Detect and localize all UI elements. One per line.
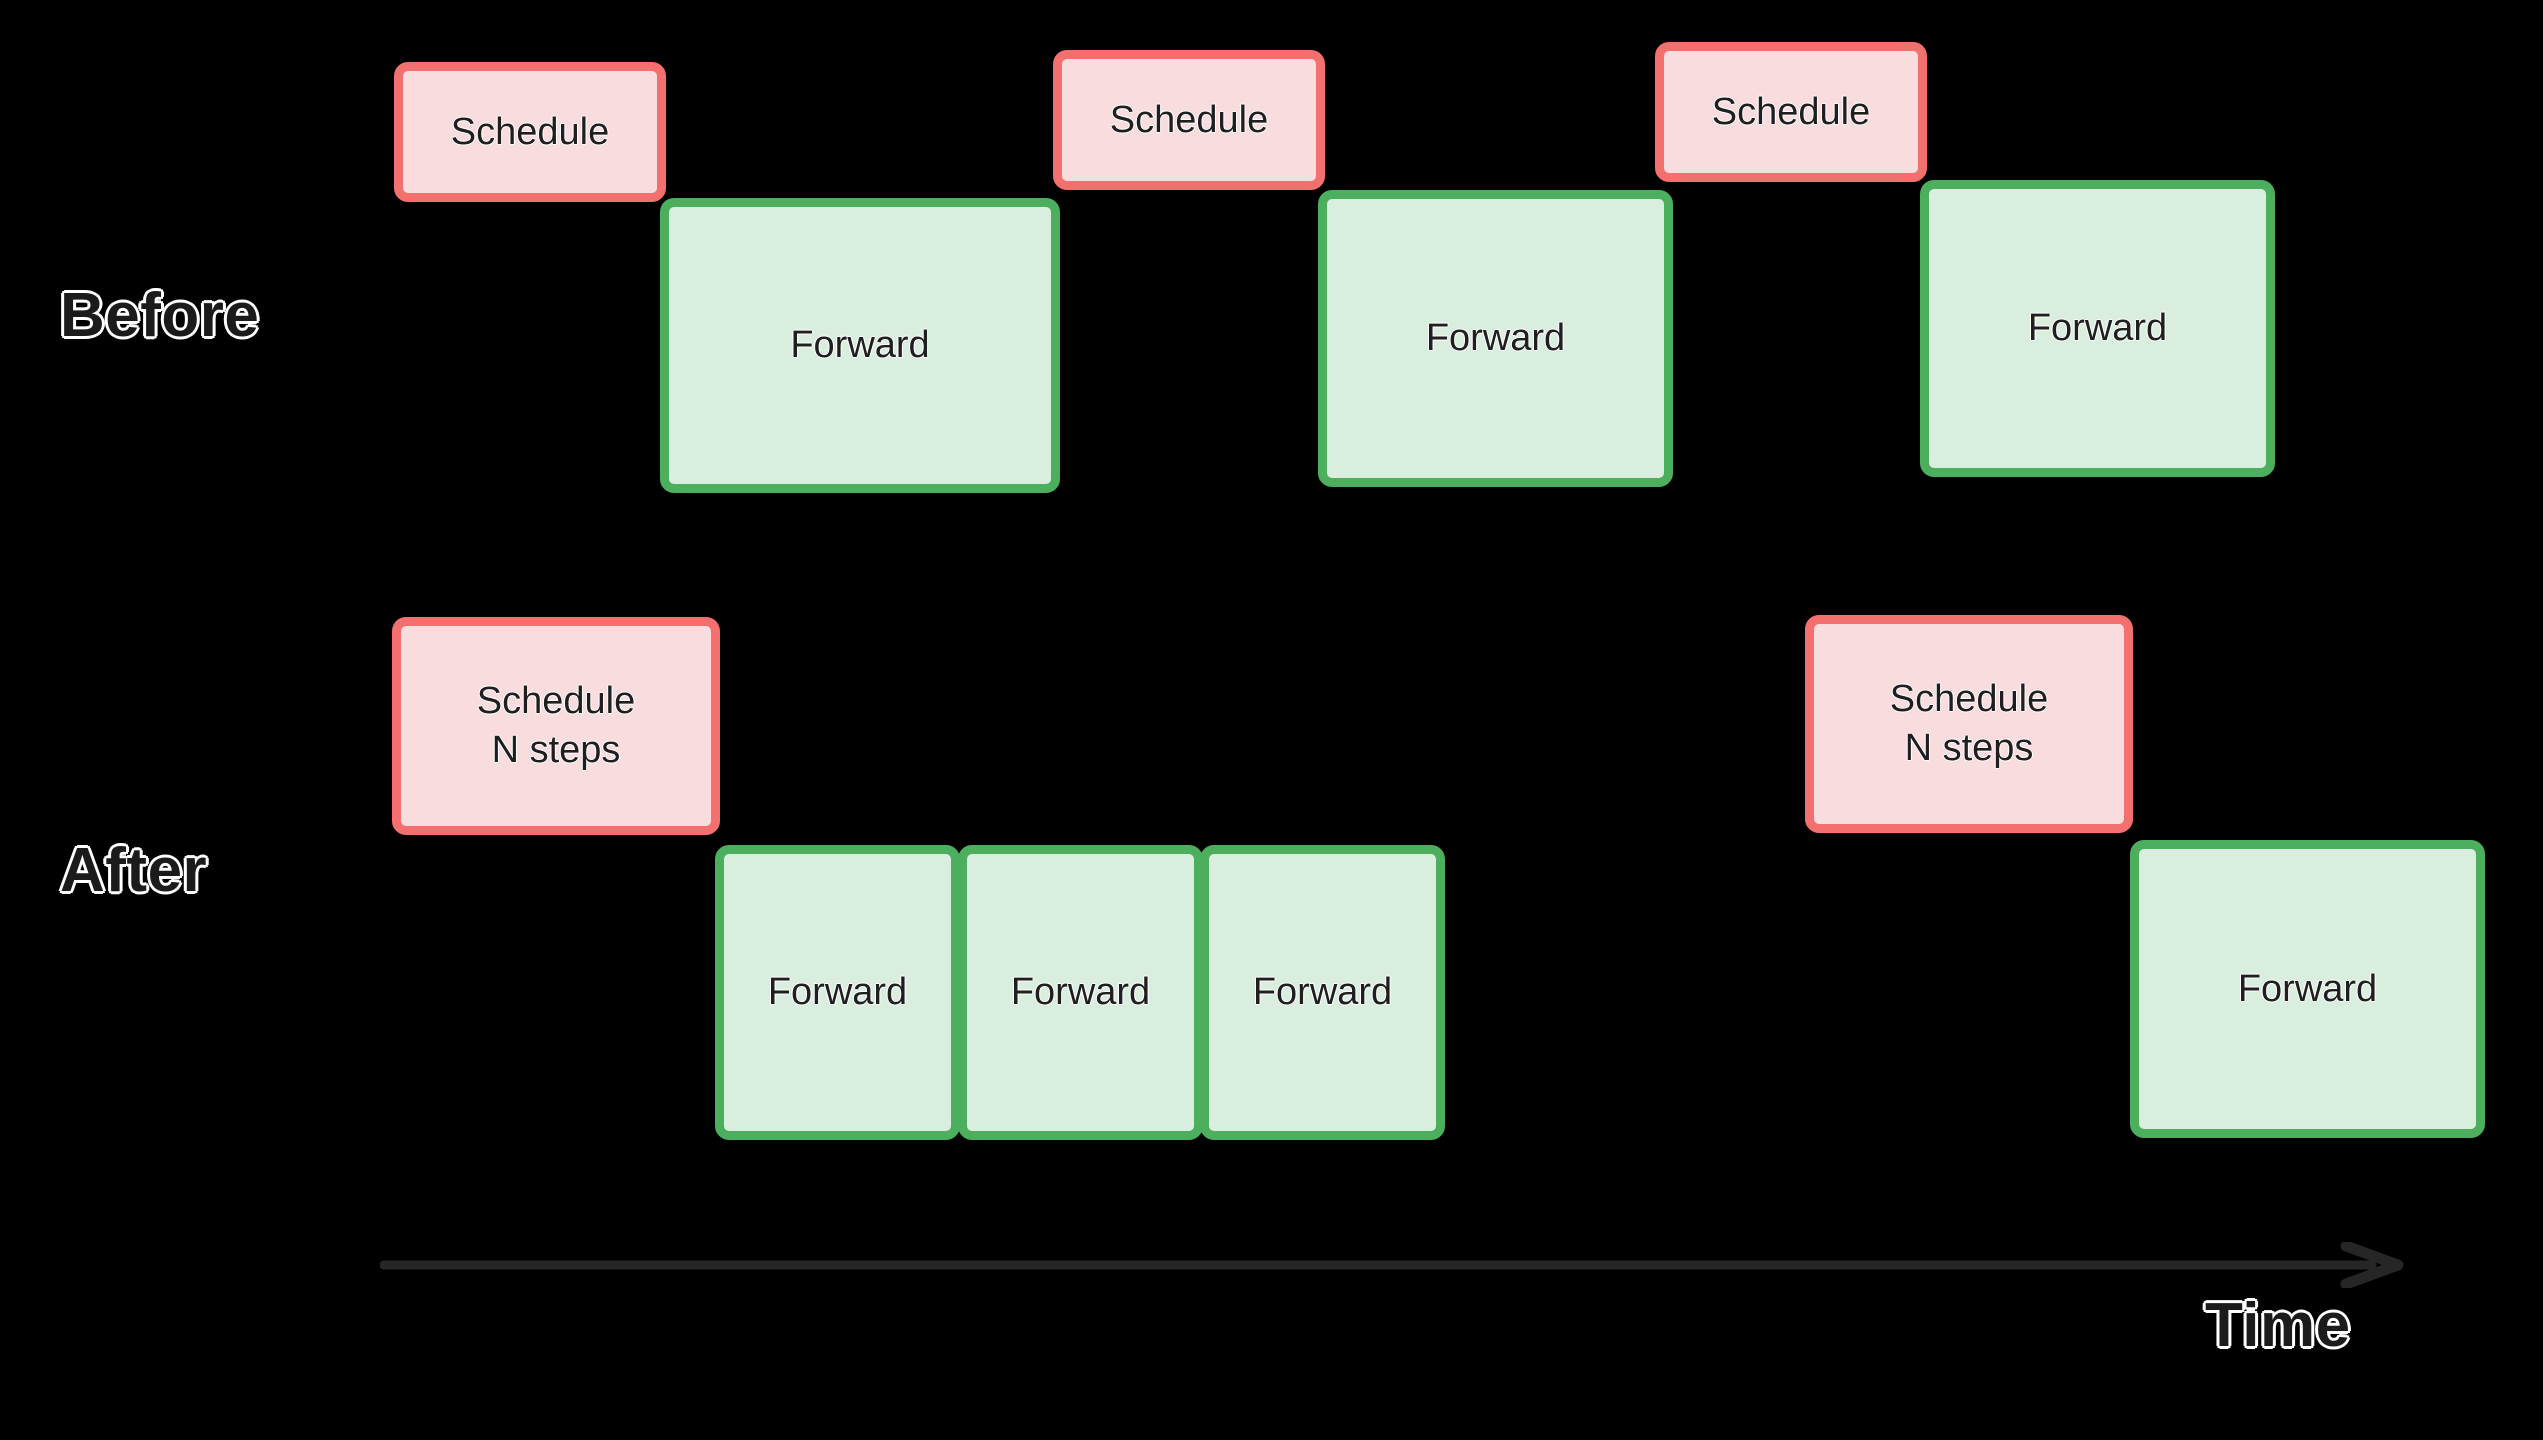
row-label-after: After [60, 836, 208, 905]
time-axis-arrowhead [2340, 1242, 2404, 1288]
after-forward-block: Forward [2130, 840, 2485, 1138]
schedule-block-label: Schedule [1711, 90, 1871, 133]
forward-block-label: Forward [1425, 317, 1566, 360]
schedule-block-label: Schedule [450, 110, 610, 153]
forward-block-label: Forward [1010, 971, 1151, 1014]
after-forward-block: Forward [958, 845, 1203, 1140]
after-schedule-block: Schedule N steps [392, 617, 720, 835]
schedule-block-label: Schedule N steps [476, 680, 636, 771]
before-schedule-block: Schedule [1655, 42, 1927, 182]
before-forward-block: Forward [1920, 180, 2275, 477]
forward-block-label: Forward [2237, 967, 2378, 1010]
forward-block-label: Forward [1252, 971, 1393, 1014]
before-schedule-block: Schedule [1053, 50, 1325, 190]
forward-block-label: Forward [767, 971, 908, 1014]
schedule-block-label: Schedule N steps [1889, 678, 2049, 769]
time-axis-arrow [380, 1242, 2404, 1288]
time-axis-label: Time [2205, 1291, 2351, 1360]
before-forward-block: Forward [1318, 190, 1673, 487]
forward-block-label: Forward [790, 324, 930, 367]
schedule-block-label: Schedule [1109, 98, 1269, 141]
after-schedule-block: Schedule N steps [1805, 615, 2133, 833]
forward-block-label: Forward [2027, 307, 2168, 350]
after-forward-block: Forward [1200, 845, 1445, 1140]
row-label-before: Before [60, 281, 260, 350]
before-forward-block: Forward [660, 198, 1060, 493]
before-schedule-block: Schedule [394, 62, 666, 202]
after-forward-block: Forward [715, 845, 960, 1140]
